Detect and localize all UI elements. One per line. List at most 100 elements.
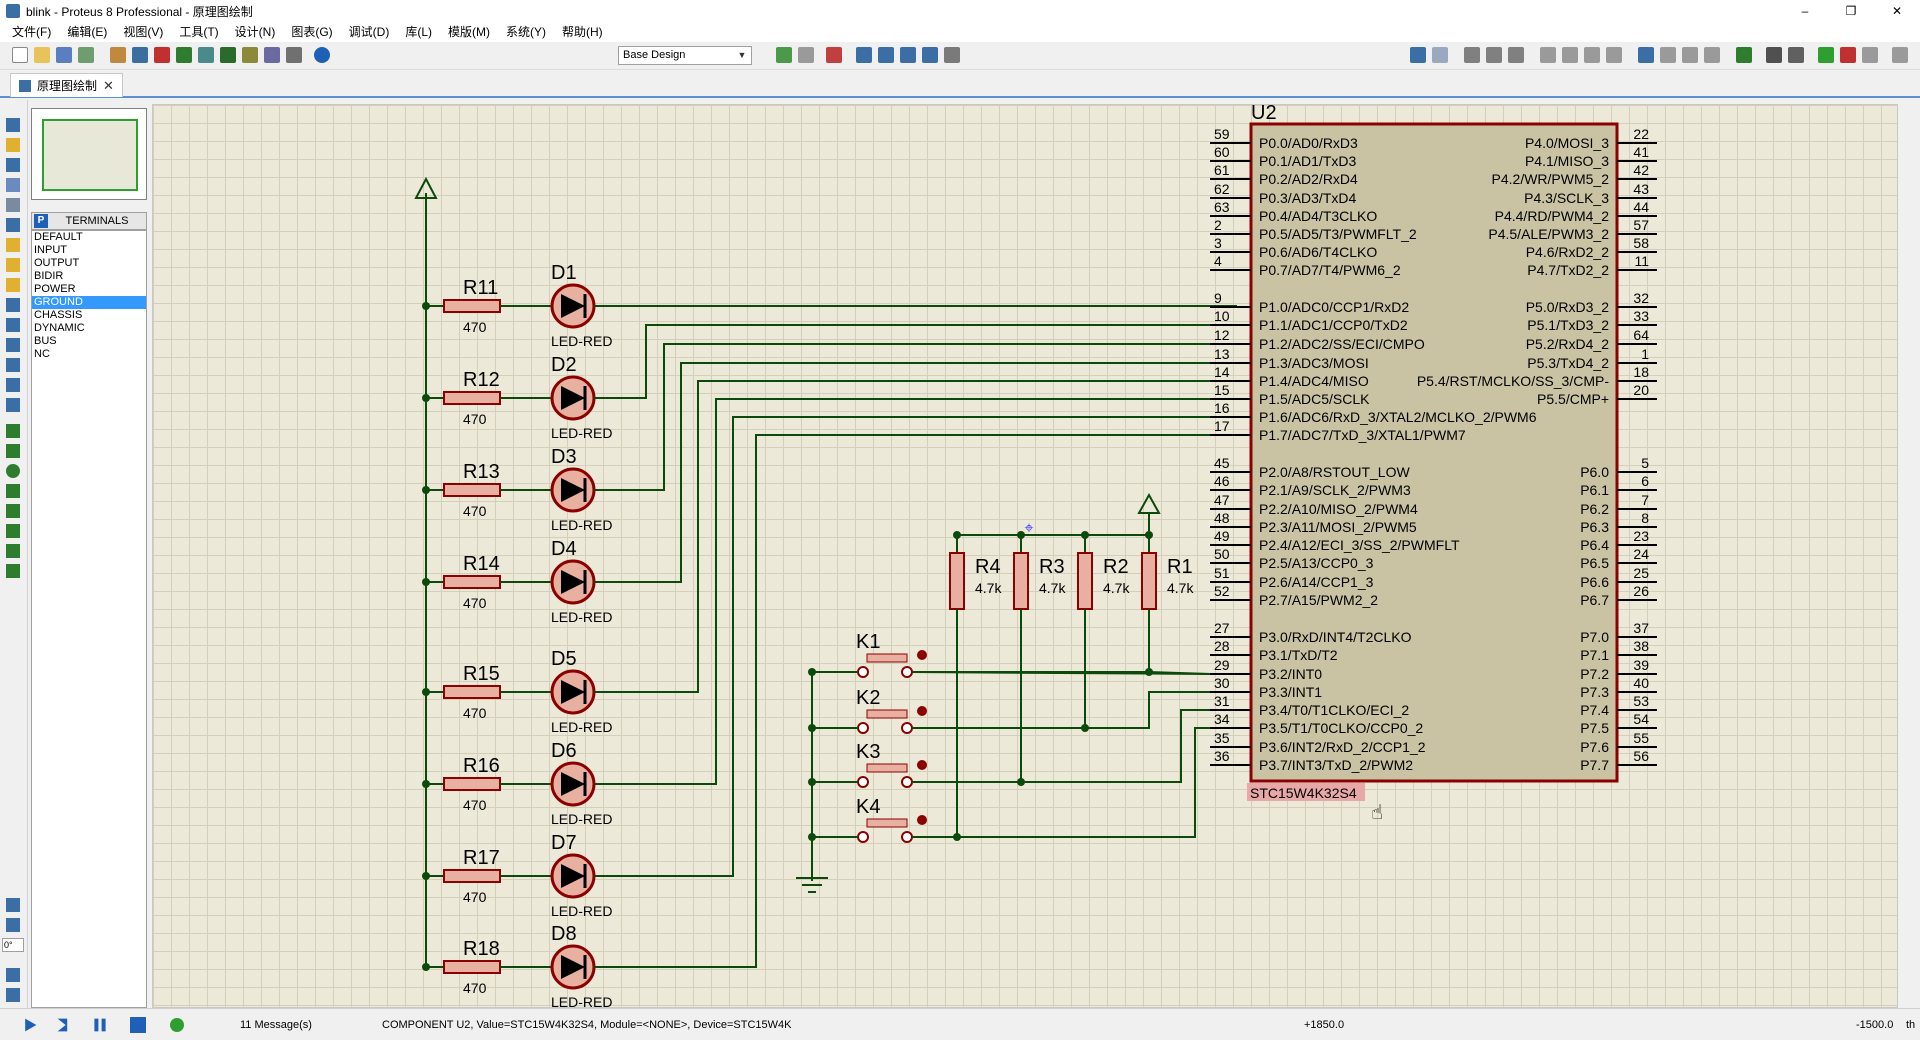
- zoom-out-icon[interactable]: [900, 47, 916, 63]
- menu-library[interactable]: 库(L): [405, 25, 432, 39]
- rotate-anticlockwise-icon[interactable]: [6, 918, 20, 932]
- generator-icon[interactable]: [6, 338, 20, 352]
- make-device-icon[interactable]: [1660, 47, 1676, 63]
- packaging-tool-icon[interactable]: [1682, 47, 1698, 63]
- block-rotate-icon[interactable]: [1584, 47, 1600, 63]
- terminal-item-ground[interactable]: GROUND: [32, 296, 146, 309]
- exit-to-parent-icon[interactable]: [1862, 47, 1878, 63]
- stop-simulation-icon[interactable]: [130, 1017, 146, 1033]
- minimize-button[interactable]: –: [1801, 4, 1809, 18]
- property-tool-icon[interactable]: [1788, 47, 1804, 63]
- notes-icon[interactable]: [286, 47, 302, 63]
- refresh-icon[interactable]: [776, 47, 792, 63]
- design-variant-select[interactable]: Base Design ▼: [618, 46, 752, 65]
- terminal-item-input[interactable]: INPUT: [34, 244, 67, 256]
- block-move-icon[interactable]: [1562, 47, 1578, 63]
- save-all-icon[interactable]: [78, 47, 94, 63]
- cut-icon[interactable]: [1464, 47, 1480, 63]
- junction-dot-icon[interactable]: [6, 158, 20, 172]
- menu-file[interactable]: 文件(F): [12, 25, 52, 39]
- messages-count[interactable]: 11 Message(s): [240, 1019, 312, 1031]
- marker-tool-icon[interactable]: [6, 564, 20, 578]
- home-icon[interactable]: [110, 47, 126, 63]
- menu-template[interactable]: 模版(M): [448, 25, 490, 39]
- pick-device-icon[interactable]: [1638, 47, 1654, 63]
- 3d-view-icon[interactable]: [198, 47, 214, 63]
- terminal-item-dynamic[interactable]: DYNAMIC: [34, 322, 85, 334]
- menu-edit[interactable]: 编辑(E): [67, 25, 108, 39]
- wire-label-icon[interactable]: [6, 178, 20, 192]
- text-tool-icon[interactable]: [6, 524, 20, 538]
- schematic-icon[interactable]: [132, 47, 148, 63]
- schematic-drawing[interactable]: R11470D1LED-REDR12470D2LED-REDR13470D3LE…: [153, 105, 1898, 1008]
- terminal-item-default[interactable]: DEFAULT: [34, 231, 83, 243]
- mirror-x-icon[interactable]: [6, 968, 20, 982]
- run-simulation-icon[interactable]: [25, 1018, 37, 1032]
- terminal-item-output[interactable]: OUTPUT: [34, 257, 80, 269]
- pan-icon[interactable]: [856, 47, 872, 63]
- redo-icon[interactable]: [1432, 47, 1448, 63]
- zoom-area-icon[interactable]: [944, 47, 960, 63]
- device-pin-icon[interactable]: [6, 278, 20, 292]
- component-mode-icon[interactable]: [6, 138, 20, 152]
- maximize-button[interactable]: ❐: [1845, 4, 1857, 18]
- circle-tool-icon[interactable]: [6, 464, 20, 478]
- wire-autorouter-icon[interactable]: [1736, 47, 1752, 63]
- rotation-angle-field[interactable]: 0°: [2, 938, 24, 952]
- selection-mode-icon[interactable]: [6, 118, 20, 132]
- grid-toggle-icon[interactable]: [798, 47, 814, 63]
- menu-graph[interactable]: 图表(G): [291, 25, 333, 39]
- overview-window[interactable]: [31, 108, 147, 200]
- design-explorer-icon[interactable]: [264, 47, 280, 63]
- box-tool-icon[interactable]: [6, 444, 20, 458]
- terminal-item-bus[interactable]: BUS: [34, 335, 57, 347]
- pause-simulation-icon[interactable]: [94, 1018, 106, 1032]
- open-folder-icon[interactable]: [34, 47, 50, 63]
- help-icon[interactable]: [314, 47, 330, 63]
- text-script-icon[interactable]: [6, 198, 20, 212]
- graph-mode-icon[interactable]: [6, 298, 20, 312]
- subcircuit-icon[interactable]: [6, 238, 20, 252]
- menu-system[interactable]: 系统(Y): [506, 25, 546, 39]
- close-button[interactable]: ✕: [1891, 4, 1903, 18]
- menu-debug[interactable]: 调试(D): [348, 25, 390, 39]
- arc-tool-icon[interactable]: [6, 484, 20, 498]
- paste-icon[interactable]: [1508, 47, 1524, 63]
- decompose-icon[interactable]: [1704, 47, 1720, 63]
- netlist-icon[interactable]: [1892, 47, 1908, 63]
- copy-icon[interactable]: [1486, 47, 1502, 63]
- mirror-y-icon[interactable]: [6, 988, 20, 1002]
- line-tool-icon[interactable]: [6, 424, 20, 438]
- tab-close-icon[interactable]: ✕: [103, 77, 114, 93]
- vertical-scrollbar[interactable]: [1898, 104, 1920, 1008]
- pcb-icon[interactable]: [154, 47, 170, 63]
- terminal-mode-icon[interactable]: [6, 258, 20, 272]
- save-icon[interactable]: [56, 47, 72, 63]
- origin-icon[interactable]: [826, 47, 842, 63]
- tape-recorder-icon[interactable]: [6, 318, 20, 332]
- messages-info-icon[interactable]: [170, 1018, 184, 1032]
- step-simulation-icon[interactable]: [57, 1018, 68, 1032]
- search-tag-icon[interactable]: [1766, 47, 1782, 63]
- block-delete-icon[interactable]: [1606, 47, 1622, 63]
- gerber-icon[interactable]: [176, 47, 192, 63]
- terminal-item-nc[interactable]: NC: [34, 348, 50, 360]
- tab-schematic-capture[interactable]: 原理图绘制 ✕: [10, 73, 123, 97]
- menu-tools[interactable]: 工具(T): [179, 25, 219, 39]
- source-code-icon[interactable]: [242, 47, 258, 63]
- terminal-item-chassis[interactable]: CHASSIS: [34, 309, 83, 321]
- virtual-instrument-icon[interactable]: [6, 398, 20, 412]
- menu-view[interactable]: 视图(V): [123, 25, 164, 39]
- terminal-item-bidir[interactable]: BIDIR: [34, 270, 64, 282]
- menu-help[interactable]: 帮助(H): [562, 25, 603, 39]
- current-probe-icon[interactable]: [6, 378, 20, 392]
- terminal-item-power[interactable]: POWER: [34, 283, 76, 295]
- zoom-in-icon[interactable]: [878, 47, 894, 63]
- bus-icon[interactable]: [6, 218, 20, 232]
- new-sheet-icon[interactable]: [1818, 47, 1834, 63]
- bom-icon[interactable]: [220, 47, 236, 63]
- new-file-icon[interactable]: [12, 47, 28, 63]
- voltage-probe-icon[interactable]: [6, 358, 20, 372]
- zoom-all-icon[interactable]: [922, 47, 938, 63]
